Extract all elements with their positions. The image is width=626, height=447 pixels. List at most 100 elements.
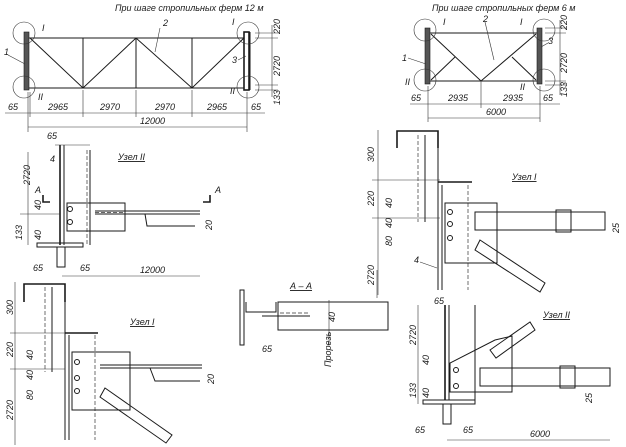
sleeve xyxy=(559,365,576,389)
diagonal-brace xyxy=(489,321,536,359)
dim-2970: 2970 xyxy=(99,102,120,112)
dim-12000: 12000 xyxy=(140,265,165,275)
dim-65: 65 xyxy=(33,263,44,273)
node-ii-callout-left xyxy=(12,75,36,99)
node-ii-detail-6m: Узел II 65 2720 40 133 40 25 65 65 6000 xyxy=(408,296,611,441)
node-i-callout-right xyxy=(532,18,556,42)
dim-40: 40 xyxy=(33,230,43,240)
node-mark-ii: II xyxy=(230,86,236,96)
dim-300: 300 xyxy=(5,300,15,315)
slot-label: Прорезь xyxy=(323,331,333,367)
dim-65: 65 xyxy=(434,296,445,306)
node-mark-ii: II xyxy=(520,82,526,92)
gusset-plate xyxy=(444,202,498,264)
gusset-plate xyxy=(449,335,513,393)
dim-total-12000: 12000 xyxy=(140,116,165,126)
dim-2720: 2720 xyxy=(366,265,376,286)
dim-300: 300 xyxy=(366,147,376,162)
dim-40: 40 xyxy=(421,355,431,365)
position-mark-1: 1 xyxy=(4,47,9,57)
section-title: А – А xyxy=(289,281,312,291)
truss-diagonals xyxy=(29,37,245,89)
dim-25: 25 xyxy=(584,392,594,404)
dim-220: 220 xyxy=(5,342,15,358)
node-mark-i: I xyxy=(443,17,446,27)
diagonal-brace xyxy=(474,239,546,293)
sleeve xyxy=(555,209,572,233)
dim-133: 133 xyxy=(272,90,282,105)
dim-65: 65 xyxy=(251,102,262,112)
dim-40: 40 xyxy=(384,218,394,228)
beam xyxy=(479,367,611,387)
node-mark-i: I xyxy=(42,23,45,33)
section-mark-a-left: A xyxy=(34,185,41,195)
dim-220: 220 xyxy=(272,19,282,35)
truss-elevation-12m: При шаге стропильных ферм 12 м 1 2 3 I I… xyxy=(4,3,282,132)
bolt xyxy=(453,383,459,389)
bolt xyxy=(447,221,453,227)
bolt xyxy=(447,209,453,215)
dim-2720: 2720 xyxy=(408,325,418,346)
left-column-1 xyxy=(23,31,30,91)
truss-elevation-6m: При шаге стропильных ферм 6 м 1 2 3 I II… xyxy=(402,3,575,122)
section-arrow xyxy=(203,195,211,203)
node-i-title: Узел I xyxy=(129,317,155,327)
position-mark-4: 4 xyxy=(414,255,419,265)
node-mark-ii: II xyxy=(38,92,44,102)
gusset-plate xyxy=(71,351,131,411)
dim-65: 65 xyxy=(415,425,426,435)
bolt xyxy=(447,235,453,241)
dim-2720: 2720 xyxy=(559,53,569,74)
bolt xyxy=(74,388,80,394)
base-plate xyxy=(422,399,476,405)
bolt xyxy=(67,206,73,212)
dim-220: 220 xyxy=(366,191,376,207)
position-mark-1: 1 xyxy=(402,53,407,63)
dim-133: 133 xyxy=(408,383,418,398)
dim-2720: 2720 xyxy=(22,165,32,186)
position-mark-3: 3 xyxy=(548,36,553,46)
dim-2965: 2965 xyxy=(206,102,228,112)
dim-65: 65 xyxy=(47,131,58,141)
dim-65: 65 xyxy=(463,425,474,435)
beam xyxy=(474,211,606,231)
anchor xyxy=(56,246,66,268)
section-mark-a-right: A xyxy=(214,185,221,195)
position-mark-3: 3 xyxy=(232,55,237,65)
right-column-3 xyxy=(243,31,250,91)
diagonal-brace xyxy=(99,387,173,444)
dim-65: 65 xyxy=(80,263,91,273)
dim-2935: 2935 xyxy=(447,93,469,103)
node-mark-i: I xyxy=(232,17,235,27)
node-ii-callout-left xyxy=(413,68,437,92)
dim-20: 20 xyxy=(206,374,216,385)
position-mark-2: 2 xyxy=(162,18,168,28)
dim-2720: 2720 xyxy=(272,56,282,77)
dim-65: 65 xyxy=(411,93,422,103)
dim-40: 40 xyxy=(25,350,35,360)
dim-80: 80 xyxy=(25,390,35,400)
parapet-hook xyxy=(396,130,439,148)
dim-40: 40 xyxy=(33,200,43,210)
dim-6000: 6000 xyxy=(530,429,550,439)
bolt xyxy=(453,367,459,373)
dim-133: 133 xyxy=(14,225,24,240)
truss-6m-title: При шаге стропильных ферм 6 м xyxy=(432,3,575,13)
truss-12m-title: При шаге стропильных ферм 12 м xyxy=(115,3,263,13)
node-ii-callout-right xyxy=(236,75,260,99)
node-ii-detail-12m: Узел II 65 4 A A 2720 40 133 40 20 65 65… xyxy=(14,131,221,277)
dim-2965: 2965 xyxy=(47,102,69,112)
dim-65: 65 xyxy=(543,93,554,103)
parapet-hook xyxy=(23,283,66,302)
node-ii-callout-right xyxy=(532,68,556,92)
dim-40: 40 xyxy=(327,312,337,322)
node-i-title: Узел I xyxy=(511,172,537,182)
dim-total-6000: 6000 xyxy=(486,107,506,117)
dim-40: 40 xyxy=(384,198,394,208)
dim-20: 20 xyxy=(204,220,214,231)
dim-80: 80 xyxy=(384,236,394,246)
connection-plate xyxy=(66,202,126,232)
dim-65: 65 xyxy=(262,344,273,354)
bolt xyxy=(67,219,73,225)
section-a-a: А – А 40 65 Прорезь xyxy=(239,270,389,367)
